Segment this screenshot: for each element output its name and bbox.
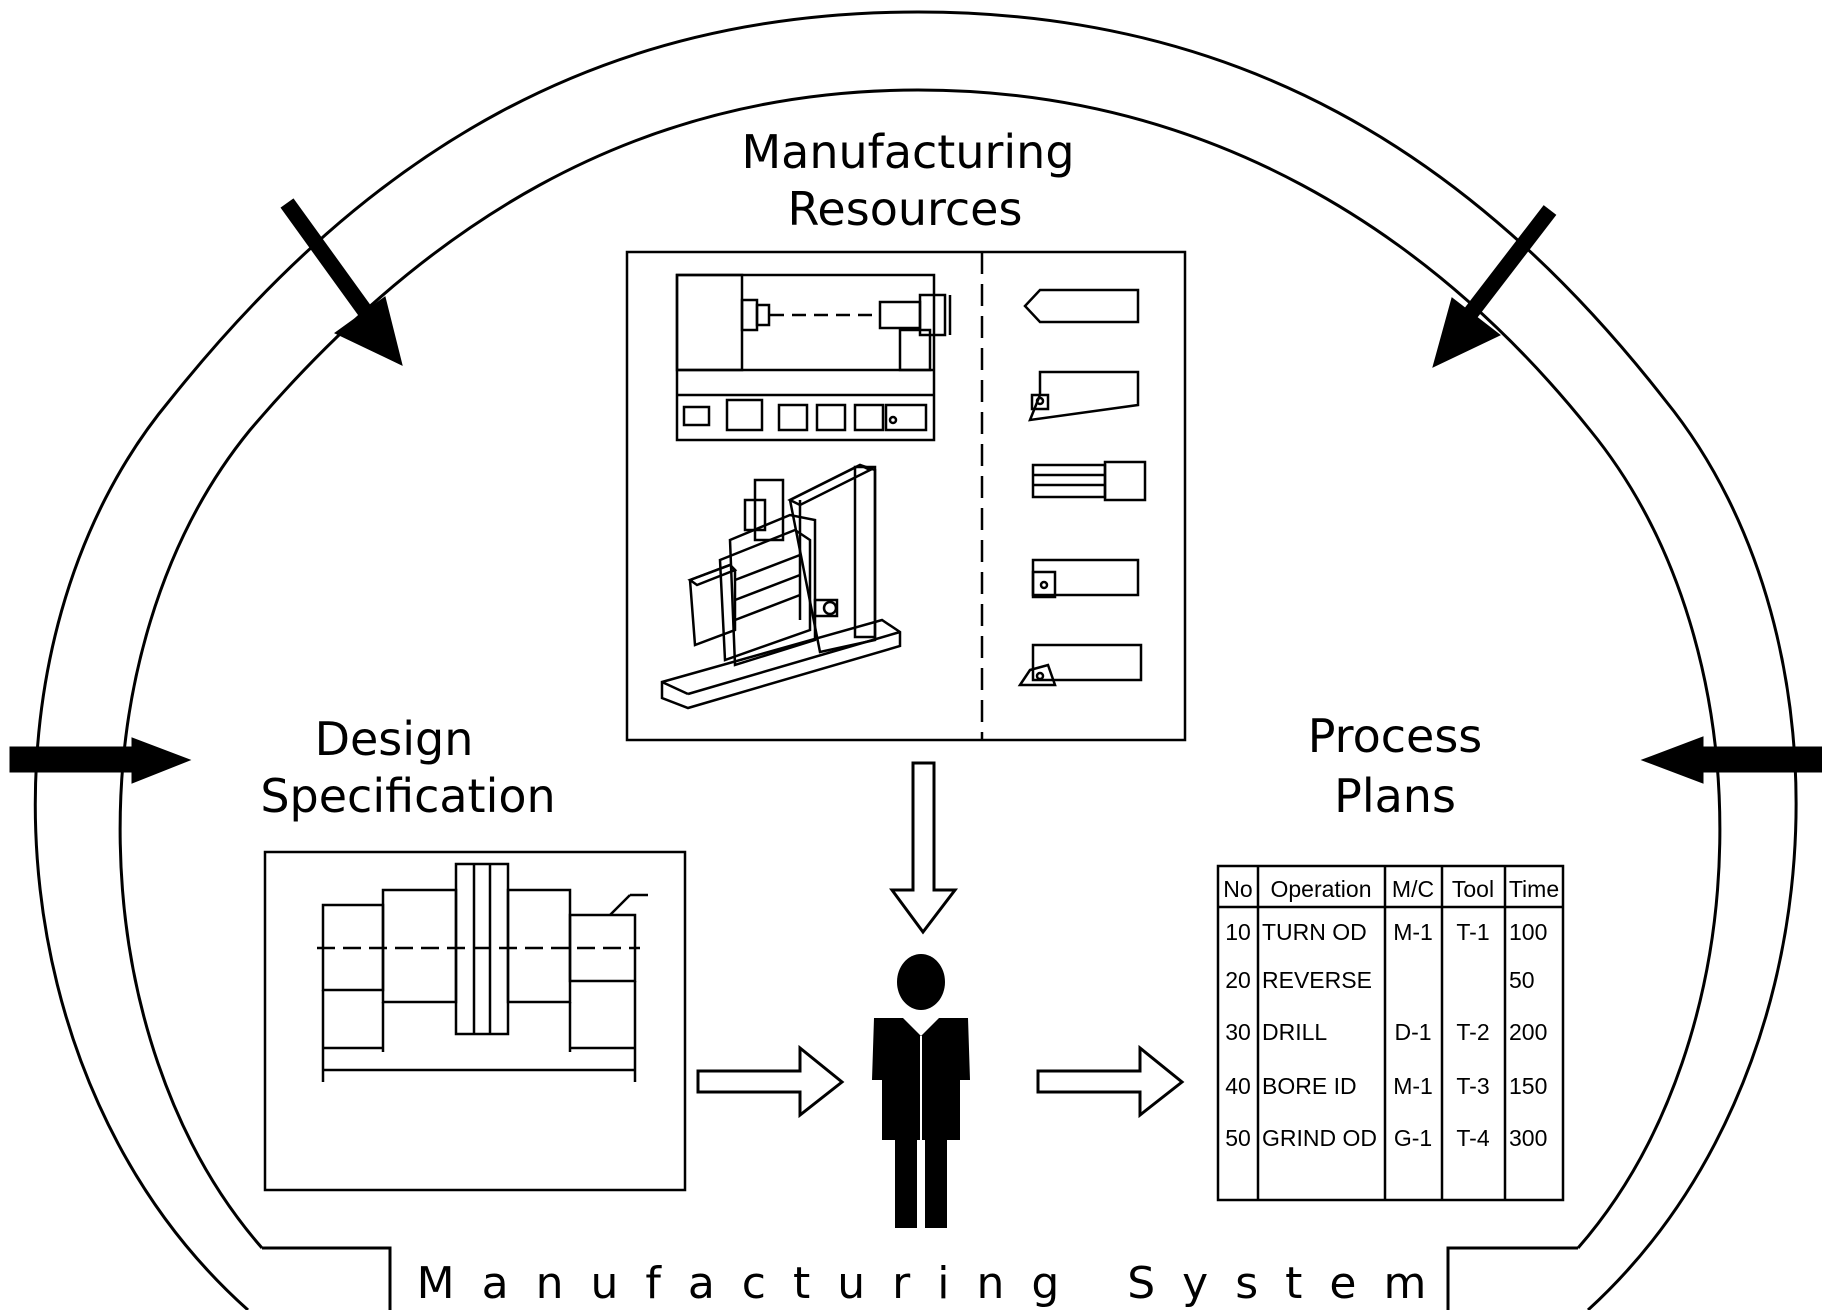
arrow-head-top-left <box>334 296 403 366</box>
table-header-tool: Tool <box>1452 876 1494 902</box>
table-cell: 150 <box>1509 1073 1547 1099</box>
table-cell: 40 <box>1225 1073 1251 1099</box>
person-icon <box>872 954 970 1228</box>
right-bracket <box>1446 1246 1578 1310</box>
resources-title-line2: Resources <box>788 182 1023 236</box>
table-cell: T-3 <box>1456 1073 1489 1099</box>
table-cell: 100 <box>1509 919 1547 945</box>
process-plan-table: No Operation M/C Tool Time 10 TURN OD M-… <box>1216 864 1565 1202</box>
resources-title-line1: Manufacturing <box>741 125 1074 179</box>
table-cell: D-1 <box>1394 1019 1431 1045</box>
arrow-head-top-right <box>1432 297 1501 368</box>
design-title-line1: Design <box>315 712 474 766</box>
table-cell: T-1 <box>1456 919 1489 945</box>
table-header-operation: Operation <box>1270 876 1371 902</box>
design-title-line2: Specification <box>260 769 555 823</box>
table-cell: REVERSE <box>1262 967 1372 993</box>
left-bracket <box>262 1246 392 1310</box>
table-cell: 10 <box>1225 919 1251 945</box>
resources-to-person-arrow <box>889 761 959 935</box>
table-cell: M-1 <box>1393 1073 1433 1099</box>
design-panel <box>263 850 687 1192</box>
shaft-drawing-icon <box>317 862 648 1082</box>
table-cell: TURN OD <box>1262 919 1367 945</box>
table-cell: 50 <box>1225 1125 1251 1151</box>
plans-title-line2: Plans <box>1334 769 1456 823</box>
design-to-person-arrow <box>696 1044 845 1119</box>
table-header-no: No <box>1223 876 1252 902</box>
system-boundary <box>33 10 1798 1310</box>
table-cell: 300 <box>1509 1125 1547 1151</box>
cutting-tool-icon <box>1017 288 1147 687</box>
arrow-head-right <box>1640 736 1704 784</box>
resources-panel <box>625 250 1187 742</box>
table-cell: T-4 <box>1456 1125 1489 1151</box>
input-arrows <box>9 198 1822 784</box>
outer-arc <box>33 10 1798 1310</box>
table-cell: M-1 <box>1393 919 1433 945</box>
person-to-plans-arrow <box>1036 1044 1185 1119</box>
table-cell: 200 <box>1509 1019 1547 1045</box>
table-header-time: Time <box>1509 876 1559 902</box>
table-cell: 20 <box>1225 967 1251 993</box>
table-cell: BORE ID <box>1262 1073 1357 1099</box>
table-cell: T-2 <box>1456 1019 1489 1045</box>
lathe-machine-icon <box>675 273 952 442</box>
table-cell: DRILL <box>1262 1019 1327 1045</box>
plans-title-line1: Process <box>1308 709 1483 763</box>
table-cell: 50 <box>1509 967 1535 993</box>
system-title: Manufacturing System <box>417 1258 1454 1309</box>
table-cell: G-1 <box>1394 1125 1432 1151</box>
table-cell: 30 <box>1225 1019 1251 1045</box>
inner-arc <box>118 88 1722 1249</box>
table-header-mc: M/C <box>1392 876 1434 902</box>
milling-machine-icon <box>660 463 902 710</box>
table-cell: GRIND OD <box>1262 1125 1377 1151</box>
arrow-head-left <box>131 737 192 784</box>
